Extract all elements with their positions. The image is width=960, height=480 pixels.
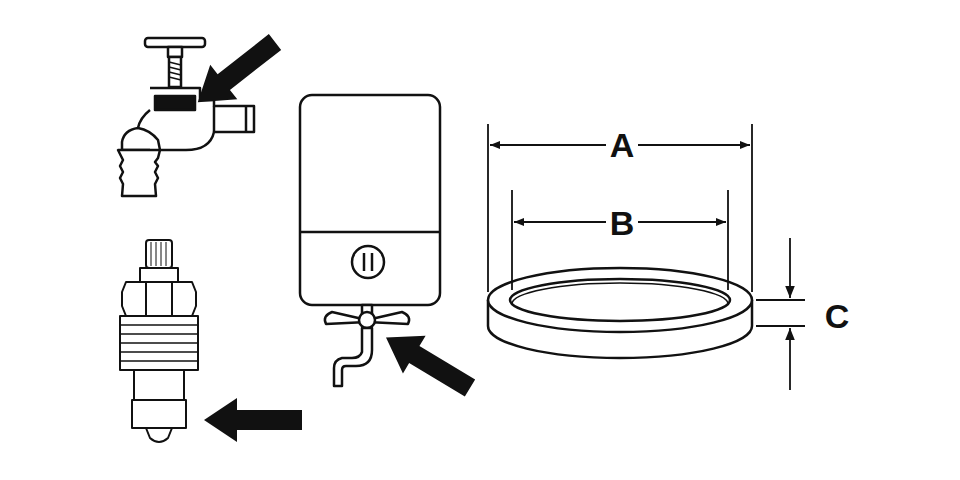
pointer-arrow: [184, 25, 288, 120]
dimension-label: A: [606, 127, 639, 163]
pointer-arrow: [204, 398, 302, 442]
pointer-arrow: [375, 319, 482, 407]
dimension-lines: [488, 124, 805, 390]
dimension-label: C: [821, 298, 854, 334]
valve-cartridge: [120, 240, 198, 442]
dimension-label: B: [606, 205, 639, 241]
washer-ring: [488, 268, 752, 358]
